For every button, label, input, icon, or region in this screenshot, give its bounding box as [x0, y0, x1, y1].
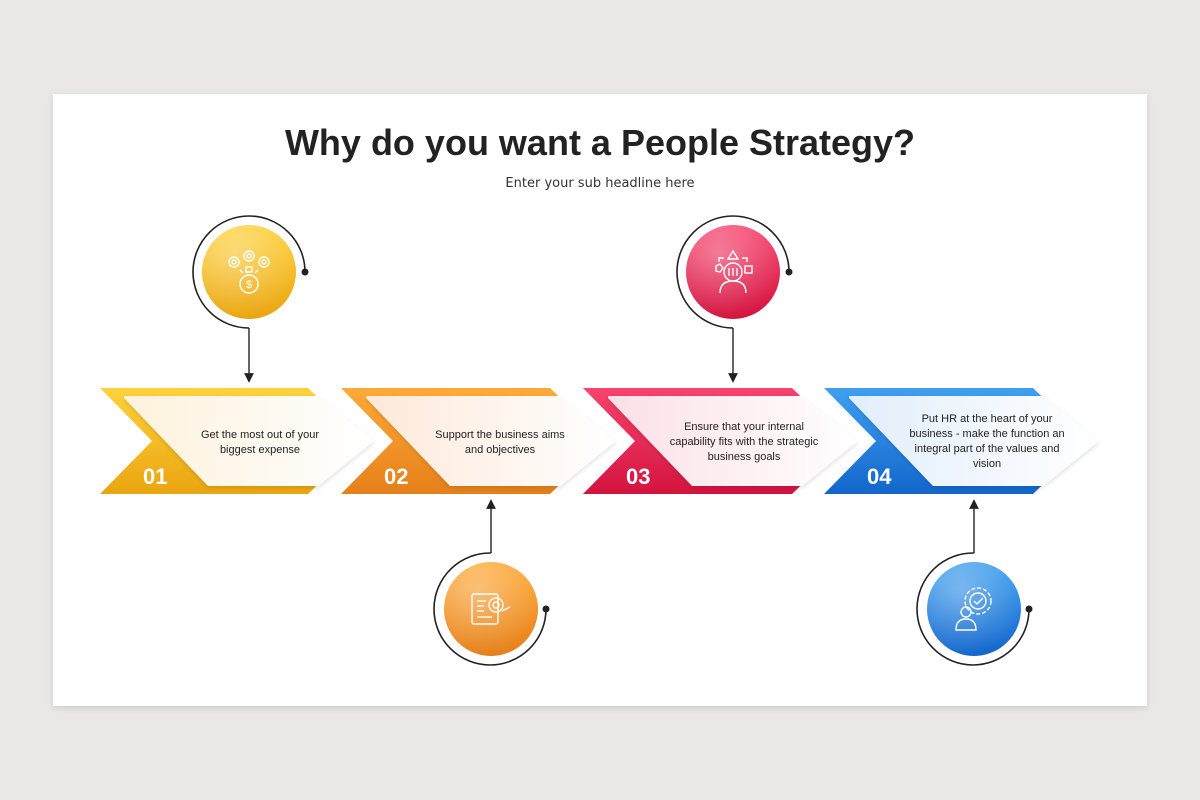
step-description-04: Put HR at the heart of your business - m…: [909, 413, 1065, 470]
svg-text:$: $: [246, 279, 252, 291]
step-circle-03: [676, 215, 793, 383]
step-chevron-03: [583, 388, 858, 494]
person-gear-check-icon: [955, 587, 992, 631]
step-number-01: 01: [143, 464, 167, 489]
step-chevron-02: [341, 388, 616, 494]
money-flow-icon: $: [228, 250, 270, 294]
page-title: Why do you want a People Strategy?: [284, 122, 916, 163]
target-document-icon: [471, 593, 511, 625]
step-description-02: Support the business aims and objectives: [435, 429, 565, 456]
step-circle-04: [916, 499, 1033, 666]
step-number-03: 03: [626, 464, 650, 489]
step-description-01: Get the most out of your biggest expense: [200, 429, 319, 456]
step-description-03: Ensure that your internal capability fit…: [669, 421, 819, 463]
step-chevron-04: [824, 388, 1099, 494]
person-thinking-icon: [715, 249, 753, 294]
step-number-02: 02: [384, 464, 408, 489]
step-circle-02: [433, 499, 550, 666]
page-subtitle: Enter your sub headline here: [505, 176, 695, 191]
step-chevron-01: [100, 388, 374, 494]
step-circle-01: $: [192, 215, 309, 383]
step-number-04: 04: [867, 464, 892, 489]
